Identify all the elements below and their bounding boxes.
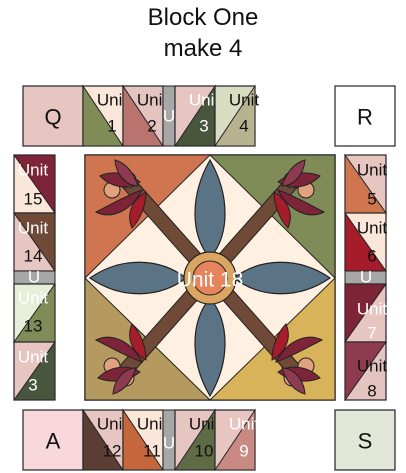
unit-9-number: 9	[239, 442, 248, 461]
unit-6-number: 6	[367, 247, 376, 266]
corner-label-a: A	[46, 429, 61, 454]
unit-13-word: Unit	[18, 289, 49, 308]
unit-2-number: 2	[147, 117, 156, 136]
unit-8: Unit 8	[345, 342, 387, 401]
unit-3-top-number: 3	[199, 117, 208, 136]
center-label: Unit 18	[177, 269, 244, 292]
unit-9: Unit 9	[215, 410, 259, 470]
unit-12-number: 12	[103, 442, 122, 461]
unit-6-word: Unit	[357, 219, 388, 238]
corner-label-q: Q	[44, 105, 61, 130]
unit-9-word: Unit	[229, 415, 260, 434]
corner-block-s: S	[335, 410, 395, 470]
unit-10: Unit 10	[175, 410, 219, 470]
unit-3-left-number: 3	[28, 376, 37, 395]
sash-top-label: U	[163, 107, 175, 126]
center-block-unit-18: Unit 18	[85, 155, 335, 400]
unit-5-number: 5	[367, 190, 376, 209]
unit-11-number: 11	[143, 442, 161, 461]
unit-11: Unit 11	[123, 410, 167, 470]
unit-5: Unit 5	[345, 155, 387, 213]
corner-block-q: Q	[23, 86, 83, 146]
left-column: Unit 15 Unit 14 U Unit 13 Unit 3	[14, 155, 55, 400]
unit-8-word: Unit	[357, 357, 388, 376]
unit-4-number: 4	[239, 117, 248, 136]
unit-15-word: Unit	[18, 161, 49, 180]
unit-3-top: Unit 3	[175, 86, 219, 146]
corner-label-r: R	[357, 105, 373, 130]
unit-15-number: 15	[24, 190, 43, 209]
unit-8-number: 8	[367, 382, 376, 401]
unit-5-word: Unit	[357, 161, 388, 180]
unit-3-left: Unit 3	[14, 342, 55, 400]
sash-top: U	[163, 86, 175, 146]
sash-bottom-label: U	[163, 434, 175, 453]
unit-12: Unit 12	[83, 410, 127, 470]
bottom-row: A Unit 12 Unit 11 U Unit 10 Unit	[23, 410, 395, 470]
unit-1-number: 1	[107, 117, 116, 136]
unit-1: Unit 1	[83, 86, 127, 146]
unit-13: Unit 13	[14, 284, 55, 342]
unit-7-number: 7	[367, 324, 376, 343]
top-row: Q Unit 1 Unit 2 U Unit 3 Unit 4	[23, 86, 395, 146]
right-column: Unit 5 Unit 6 U Unit 7 Unit 8	[345, 155, 387, 401]
unit-6: Unit 6	[345, 213, 387, 271]
unit-7: Unit 7	[345, 284, 387, 343]
corner-label-s: S	[358, 429, 373, 454]
unit-2: Unit 2	[123, 86, 167, 146]
unit-4-word: Unit	[229, 91, 260, 110]
corner-block-a: A	[23, 410, 83, 470]
unit-3-left-word: Unit	[18, 348, 49, 367]
unit-14: Unit 14	[14, 213, 55, 271]
unit-14-word: Unit	[18, 219, 49, 238]
unit-10-number: 10	[195, 442, 214, 461]
sash-bottom: U	[163, 410, 175, 470]
unit-15: Unit 15	[14, 155, 55, 213]
unit-13-number: 13	[24, 317, 43, 336]
unit-4: Unit 4	[215, 86, 259, 146]
unit-7-word: Unit	[357, 300, 388, 319]
unit-14-number: 14	[24, 247, 43, 266]
corner-block-r: R	[335, 86, 395, 146]
